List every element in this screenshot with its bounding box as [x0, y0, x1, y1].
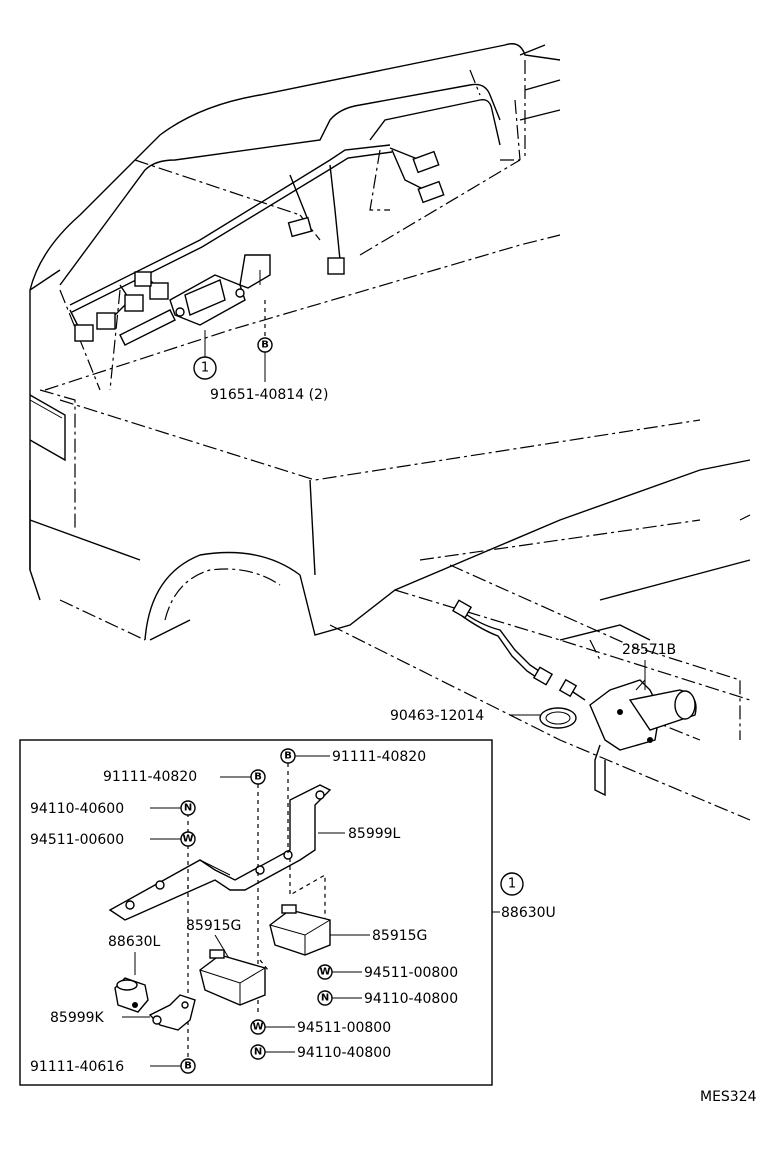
label-bolt-top-right: 91111-40820 — [332, 749, 426, 765]
motor-assembly: 28571B — [451, 599, 697, 797]
vehicle-body — [29, 43, 751, 821]
nut-symbol: N — [254, 1047, 262, 1058]
bolt-symbol: B — [261, 340, 269, 351]
switch-88630l: 88630L — [108, 934, 161, 1013]
label-relay-left: 85915G — [186, 918, 241, 934]
label-assembly: 88630U — [501, 905, 556, 921]
label-washer-upper-left: 94511-00600 — [30, 832, 124, 848]
washer-callout-lower: W 94511-00800 — [250, 1019, 391, 1036]
label-nut-right-upper: 94110-40800 — [364, 991, 458, 1007]
washer-callout-right-upper: W 94511-00800 — [317, 964, 458, 981]
label-nut-lower: 94110-40800 — [297, 1045, 391, 1061]
label-motor: 28571B — [622, 642, 676, 658]
label-bolt-bottom: 91111-40616 — [30, 1059, 124, 1075]
bolt-callout-bottom: 91111-40616 B — [30, 1058, 196, 1075]
label-switch: 88630L — [108, 934, 161, 950]
bracket-85999k: 85999K — [50, 994, 196, 1031]
label-washer-lower: 94511-00800 — [297, 1020, 391, 1036]
bolt-callout-top-right: B 91111-40820 — [280, 748, 426, 765]
assembly-ref-number: 1 — [201, 361, 209, 376]
bolt-callout-top-left: 91111-40820 B — [103, 769, 266, 785]
assembly-ref-callout-upper: 1 — [193, 330, 217, 380]
washer-callout-upper-left: 94511-00600 W — [30, 831, 196, 848]
nut-callout-lower: N 94110-40800 — [250, 1044, 391, 1061]
nut-callout-upper-left: 94110-40600 N — [30, 800, 196, 817]
label-bracket-small: 85999K — [50, 1010, 105, 1026]
bolt-callout-upper: B 91651-40814 (2) — [210, 337, 328, 403]
clamp-callout: 90463-12014 — [390, 707, 577, 729]
label-clamp: 90463-12014 — [390, 708, 484, 724]
washer-symbol: W — [252, 1022, 263, 1033]
alignment-lines — [187, 763, 326, 1058]
label-bolt-top-left: 91111-40820 — [103, 769, 197, 785]
assembly-callout: 1 88630U — [492, 872, 556, 921]
washer-symbol: W — [319, 967, 330, 978]
relay-left: 85915G — [186, 918, 266, 1006]
bolt-symbol: B — [284, 751, 292, 762]
diagram-code: MES324 — [700, 1089, 757, 1105]
bolt-symbol: B — [184, 1061, 192, 1072]
label-bracket: 85999L — [348, 826, 401, 842]
bolt-symbol: B — [254, 772, 262, 783]
nut-symbol: N — [184, 803, 192, 814]
assembly-ref-number: 1 — [508, 877, 516, 892]
label-relay-right: 85915G — [372, 928, 427, 944]
wire-harness — [69, 144, 445, 342]
installed-relay-bracket — [119, 254, 271, 346]
relay-right: 85915G — [269, 904, 427, 956]
washer-symbol: W — [182, 834, 193, 845]
bracket-85999l: 85999L — [108, 784, 401, 921]
label-bolt-bracket-upper: 91651-40814 (2) — [210, 387, 328, 403]
label-washer-right-upper: 94511-00800 — [364, 965, 458, 981]
nut-callout-right-upper: N 94110-40800 — [317, 990, 458, 1007]
nut-symbol: N — [321, 993, 329, 1004]
label-nut-upper-left: 94110-40600 — [30, 801, 124, 817]
